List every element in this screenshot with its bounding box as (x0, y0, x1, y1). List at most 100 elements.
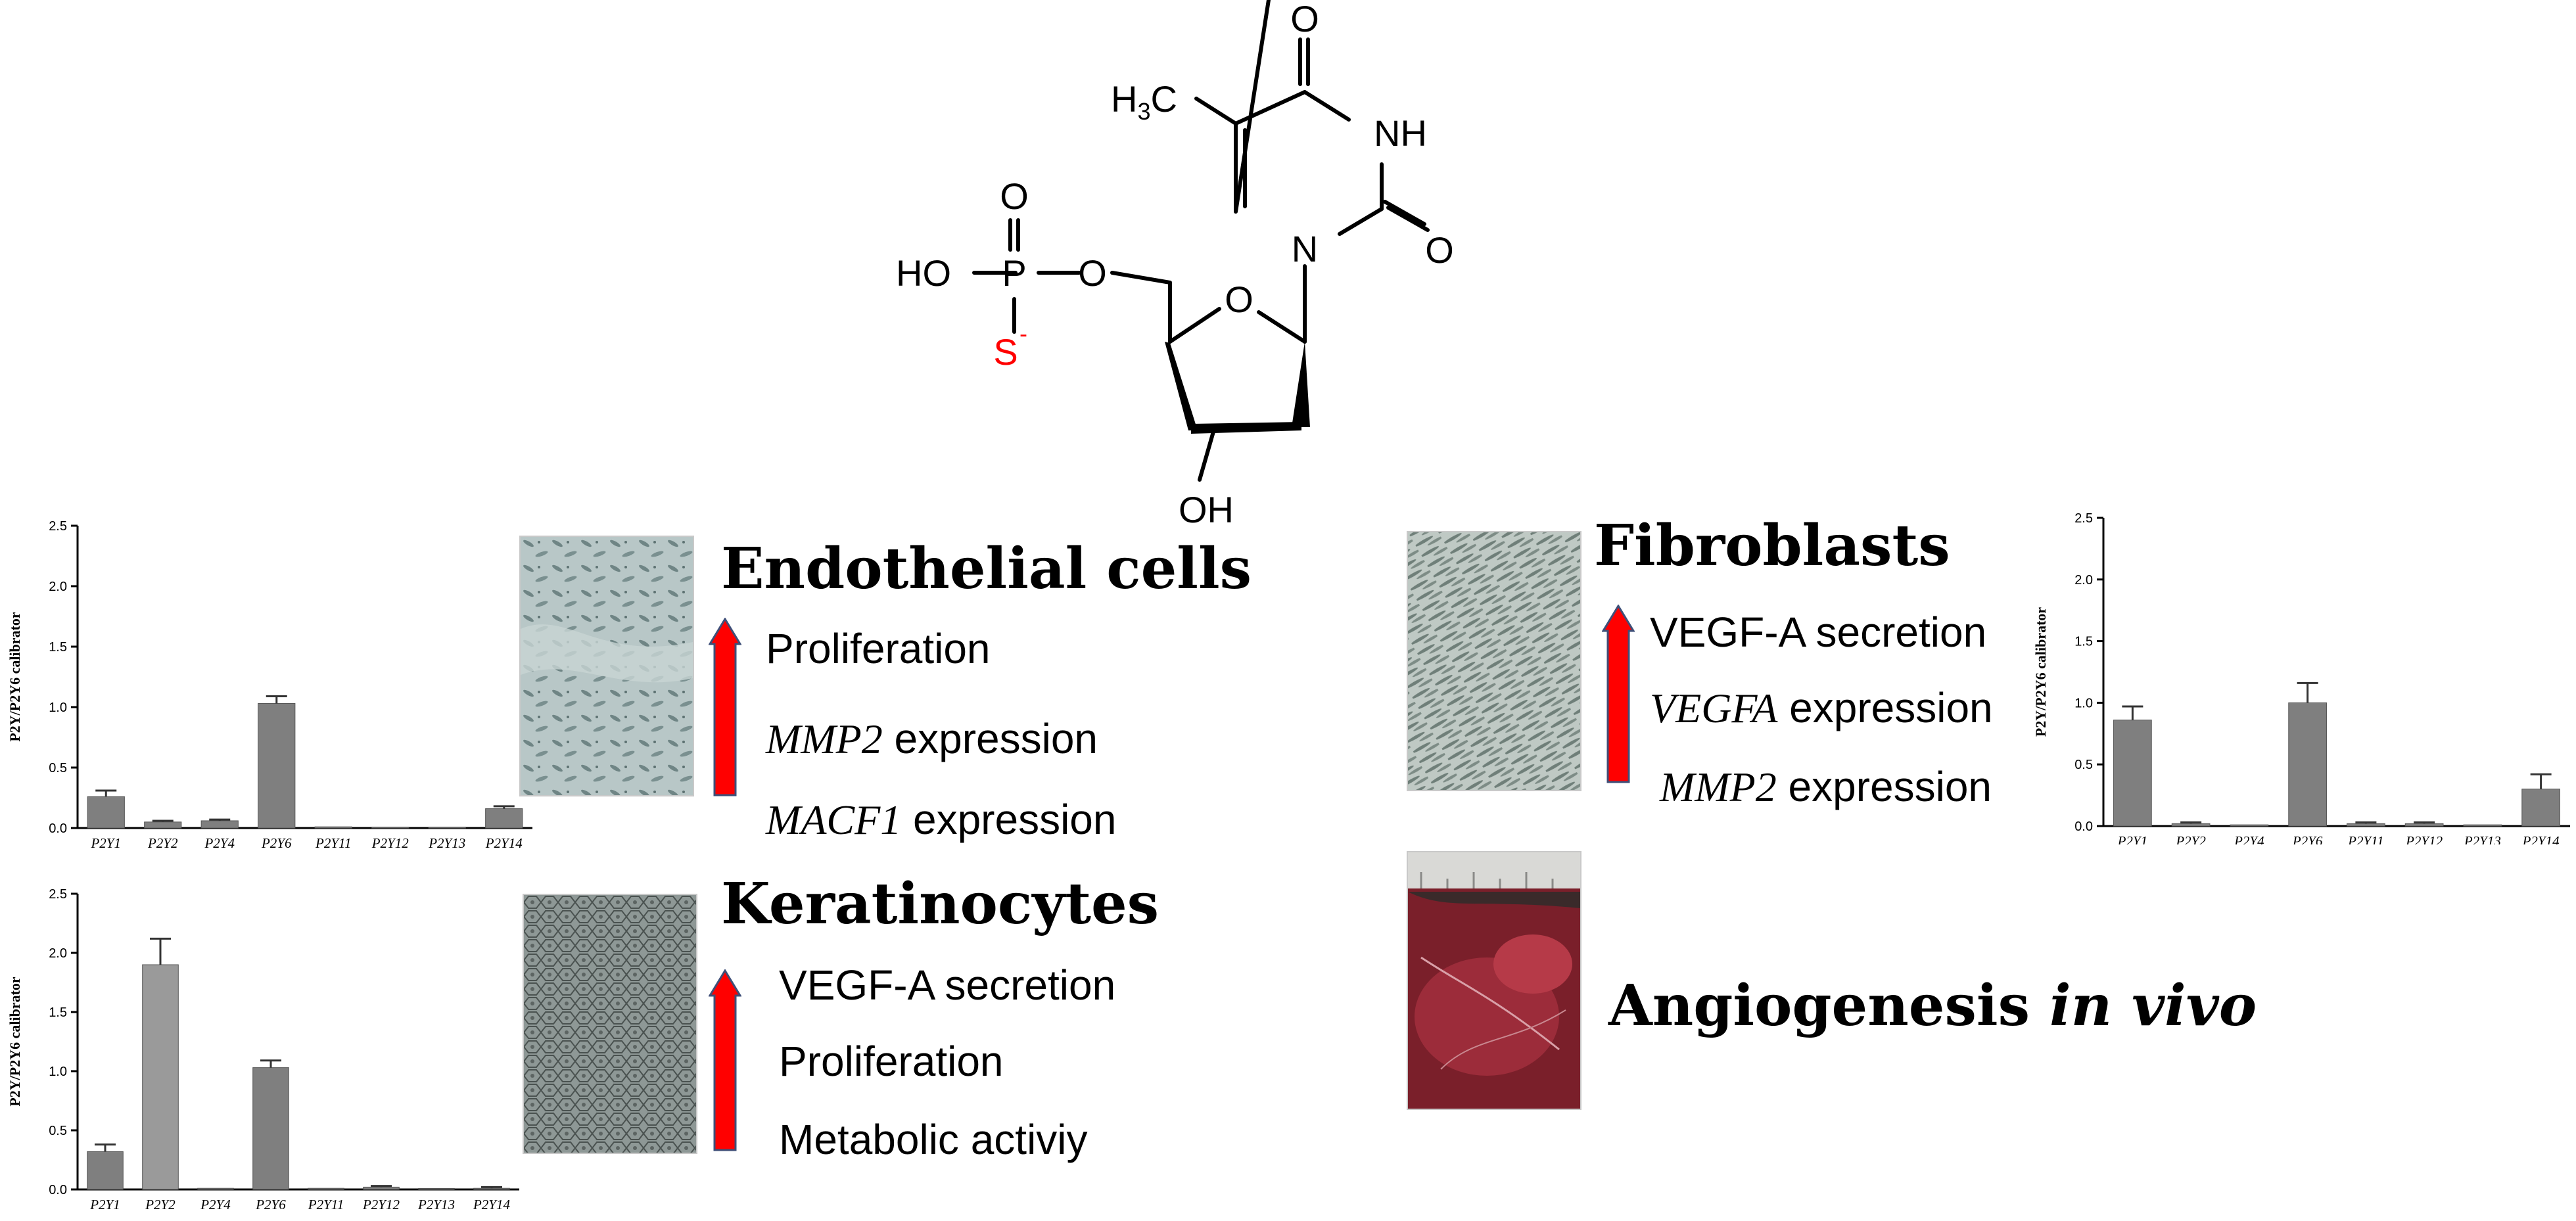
keratinocyte-cell-photo (523, 894, 697, 1154)
molecule-structure: O NH O N O OH P O HO O S - H3C (896, 0, 1454, 530)
bar (2404, 823, 2444, 827)
atom-n: N (1292, 228, 1318, 269)
bar (142, 964, 179, 1190)
x-tick-label: P2Y14 (473, 1197, 511, 1212)
angiogenesis-heading: Angiogenesis in vivo (1608, 973, 2257, 1039)
y-tick-label: 1.0 (49, 701, 67, 715)
fibroblast-cell-photo (1407, 531, 1581, 791)
x-tick-label: P2Y13 (428, 835, 465, 851)
atom-sulfur-charge: - (1019, 320, 1027, 347)
keratinocyte-increase-arrow-icon (709, 969, 741, 1151)
svg-text:H3C: H3C (1111, 78, 1177, 125)
bar (2521, 789, 2560, 827)
bar (418, 1188, 455, 1190)
y-axis-label: P2Y/P2Y6 calibrator (7, 977, 23, 1107)
bar (200, 820, 239, 829)
bar (2230, 824, 2269, 827)
x-tick-label: P2Y14 (2522, 833, 2560, 844)
x-tick-label: P2Y12 (371, 835, 410, 851)
atom-oxo-right: O (1425, 229, 1454, 271)
x-tick-label: P2Y6 (261, 835, 292, 851)
bar (87, 796, 125, 829)
bar (258, 703, 296, 829)
endothelial-item-3: MACF1 expression (766, 796, 1117, 843)
x-tick-label: P2Y11 (315, 835, 351, 851)
bar (428, 827, 466, 829)
bar (308, 1187, 344, 1190)
atom-sulfur: S (993, 331, 1018, 373)
atom-ring-o: O (1225, 279, 1253, 320)
keratinocytes-item-1: VEGF-A secretion (779, 961, 1116, 1009)
atom-p: P (1002, 252, 1026, 294)
x-tick-label: P2Y2 (145, 1197, 176, 1212)
atom-oh: OH (1179, 489, 1234, 530)
bar (314, 826, 352, 829)
y-tick-label: 2.0 (49, 580, 67, 594)
x-tick-label: P2Y14 (485, 835, 523, 851)
y-tick-label: 1.5 (2074, 635, 2093, 649)
fibroblasts-item-1: VEGF-A secretion (1650, 609, 1987, 656)
endothelial-cell-photo (519, 536, 694, 796)
y-tick-label: 1.5 (49, 1005, 67, 1020)
keratinocytes-heading: Keratinocytes (721, 871, 1159, 937)
bar (2288, 702, 2327, 827)
x-tick-label: P2Y12 (2405, 833, 2443, 844)
x-tick-label: P2Y1 (2117, 833, 2148, 844)
keratinocytes-item-2: Proliferation (779, 1038, 1004, 1085)
x-tick-label: P2Y13 (417, 1197, 455, 1212)
endothelial-item-2: MMP2 expression (766, 715, 1098, 762)
atom-ho: HO (896, 252, 951, 294)
y-tick-label: 0.0 (2074, 819, 2093, 834)
bar (2463, 824, 2502, 827)
fibroblast-increase-arrow-icon (1602, 605, 1635, 783)
bar (252, 1067, 289, 1190)
endothelial-heading: Endothelial cells (721, 536, 1252, 602)
x-tick-label: P2Y13 (2464, 833, 2501, 844)
endothelial-item-1: Proliferation (766, 625, 991, 672)
atom-methyl: H3C (1111, 78, 1177, 125)
y-tick-label: 2.5 (49, 887, 67, 902)
x-tick-label: P2Y2 (147, 835, 178, 851)
atom-ester-o: O (1078, 252, 1107, 294)
x-tick-label: P2Y4 (200, 1197, 231, 1212)
fibroblasts-item-3: MMP2 expression (1660, 763, 1992, 810)
y-tick-label: 1.5 (49, 640, 67, 655)
x-tick-label: P2Y6 (255, 1197, 286, 1212)
x-tick-label: P2Y2 (2175, 833, 2206, 844)
fibroblasts-item-2: VEGFA expression (1650, 684, 1993, 731)
x-tick-label: P2Y4 (204, 835, 235, 851)
bar (2171, 823, 2211, 827)
y-tick-label: 0.0 (49, 821, 67, 836)
bar (363, 1186, 400, 1190)
endothelial-increase-arrow-icon (709, 618, 741, 796)
bar (197, 1187, 234, 1190)
x-tick-label: P2Y1 (90, 835, 121, 851)
x-tick-label: P2Y4 (2234, 833, 2264, 844)
y-tick-label: 0.5 (49, 1124, 67, 1138)
x-tick-label: P2Y11 (2347, 833, 2383, 844)
bar (144, 821, 182, 829)
y-axis-label: P2Y/P2Y6 calibrator (2032, 607, 2049, 737)
y-tick-label: 0.0 (49, 1183, 67, 1197)
keratinocytes-item-3: Metabolic activiy (779, 1116, 1088, 1163)
bar (485, 808, 523, 829)
bar (87, 1151, 124, 1190)
x-tick-label: P2Y12 (362, 1197, 400, 1212)
angiogenesis-tissue-photo (1407, 851, 1581, 1110)
y-tick-label: 0.5 (49, 761, 67, 775)
y-tick-label: 2.0 (49, 946, 67, 961)
x-tick-label: P2Y11 (308, 1197, 344, 1212)
y-tick-label: 2.5 (49, 519, 67, 534)
atom-nh: NH (1374, 112, 1427, 154)
y-tick-label: 2.5 (2074, 511, 2093, 526)
atom-p-oxo: O (1000, 175, 1029, 217)
bar (371, 827, 410, 829)
x-tick-label: P2Y1 (89, 1197, 120, 1212)
atom-oxo-top: O (1290, 0, 1319, 39)
bar (473, 1187, 510, 1190)
bar (2347, 823, 2385, 827)
y-tick-label: 0.5 (2074, 758, 2093, 772)
